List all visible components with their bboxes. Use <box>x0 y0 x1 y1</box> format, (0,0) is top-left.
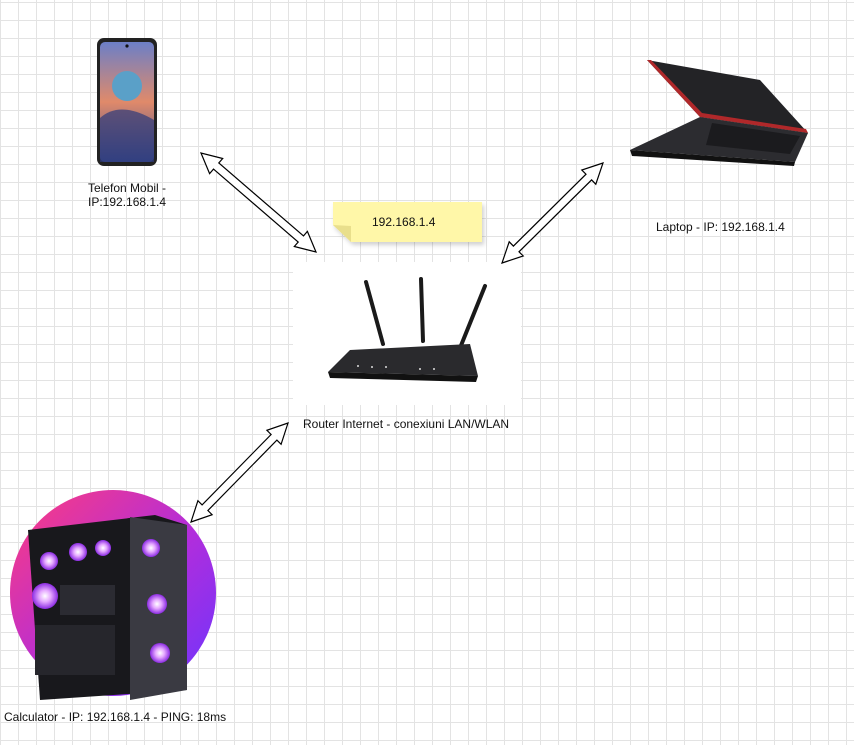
router-icon[interactable] <box>328 277 487 382</box>
router-background <box>293 262 521 405</box>
router-label: Router Internet - conexiuni LAN/WLAN <box>303 417 510 431</box>
laptop-label: Laptop - IP: 192.168.1.4 <box>656 220 785 234</box>
phone-label-line2: IP:192.168.1.4 <box>88 195 167 209</box>
laptop-icon[interactable] <box>630 60 808 166</box>
computer-icon[interactable] <box>10 490 216 700</box>
computer-label: Calculator - IP: 192.168.1.4 - PING: 18m… <box>4 710 227 724</box>
phone-label: Telefon Mobil - IP:192.168.1.4 <box>88 181 166 209</box>
phone-label-line1: Telefon Mobil - <box>88 181 167 195</box>
phone-icon[interactable] <box>97 38 157 166</box>
connection-computer-router[interactable] <box>190 422 289 523</box>
connection-laptop-router[interactable] <box>501 162 604 264</box>
connection-phone-router[interactable] <box>199 152 318 253</box>
sticky-note-text: 192.168.1.4 <box>372 215 436 229</box>
sticky-note[interactable] <box>333 202 482 242</box>
